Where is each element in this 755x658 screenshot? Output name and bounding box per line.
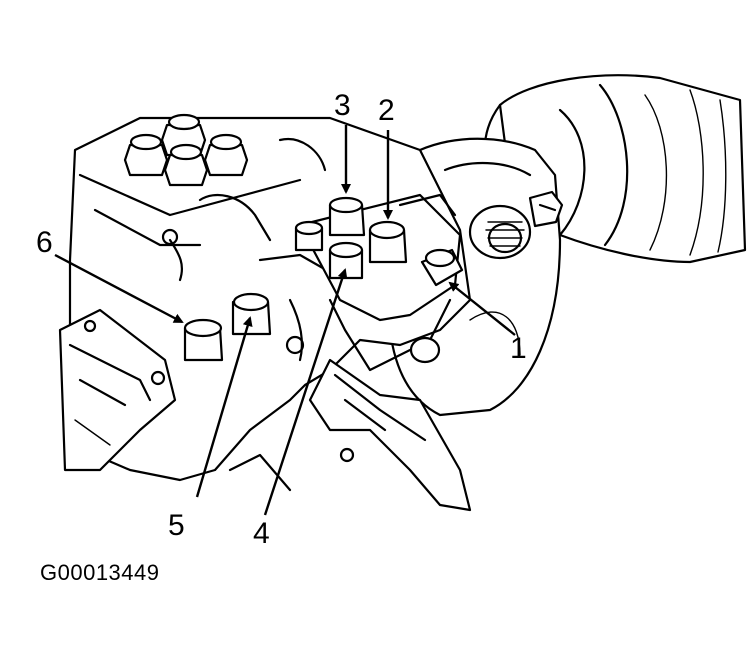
callout-1: 1 <box>510 332 527 365</box>
leader-4 <box>263 268 348 516</box>
bolt-head <box>163 143 209 187</box>
leader-6 <box>54 253 184 324</box>
cylindrical-housing <box>483 74 747 264</box>
callout-5: 5 <box>168 509 185 542</box>
callout-6: 6 <box>36 226 53 259</box>
figure-id: G00013449 <box>40 560 160 585</box>
plug-2 <box>368 220 408 264</box>
leader-5 <box>195 316 253 498</box>
bolt-head <box>203 133 249 177</box>
plug-small <box>294 220 324 252</box>
leader-lines <box>54 125 516 516</box>
fitting-1 <box>420 248 464 287</box>
lower-pan <box>58 308 177 472</box>
callout-4: 4 <box>253 517 270 550</box>
lower-bracket <box>228 358 472 512</box>
plug-6 <box>183 318 224 362</box>
bolt-cluster-top <box>123 113 249 187</box>
leader-1 <box>448 281 516 336</box>
plug-5 <box>231 292 272 336</box>
plug-3 <box>328 196 366 237</box>
callout-3: 3 <box>334 89 351 122</box>
callout-2: 2 <box>378 94 395 127</box>
plug-4 <box>328 241 364 280</box>
bolt-head <box>123 133 169 177</box>
